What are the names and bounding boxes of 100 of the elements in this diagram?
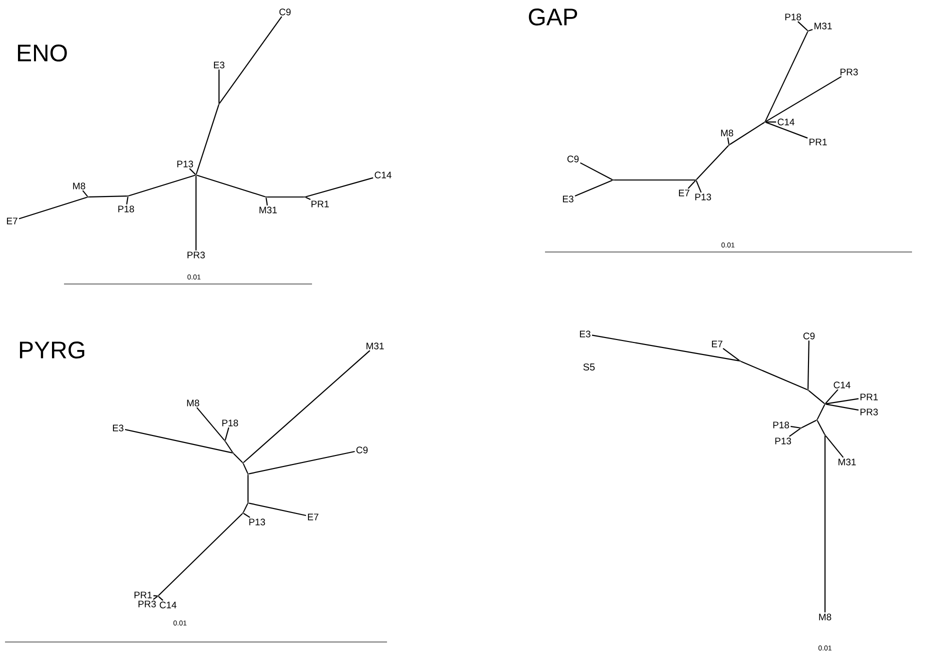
- branch-line: [729, 122, 765, 145]
- branch-line: [789, 428, 801, 437]
- taxon-label: M8: [187, 400, 200, 406]
- taxon-label: M31: [260, 206, 277, 214]
- branch-line: [816, 404, 826, 420]
- branch-line: [766, 122, 808, 139]
- branch-line: [790, 426, 800, 428]
- branch-line: [243, 350, 370, 463]
- branch-line: [248, 450, 355, 474]
- taxon-label: E3: [562, 196, 574, 202]
- branch-line: [196, 174, 266, 198]
- taxon-label: M31: [814, 22, 832, 30]
- branch-line: [824, 436, 826, 612]
- branch-line: [798, 21, 808, 31]
- branch-line: [574, 180, 612, 197]
- branch-line: [152, 596, 158, 600]
- taxon-label: P18: [118, 206, 134, 212]
- branch-line: [128, 174, 196, 196]
- taxon-label: E3: [580, 330, 590, 338]
- taxon-label: P13: [775, 438, 792, 444]
- taxon-label: E3: [112, 424, 124, 432]
- taxon-label: E7: [308, 514, 318, 520]
- branch-line: [766, 121, 776, 123]
- branch-line: [153, 595, 158, 596]
- branch-line: [88, 195, 128, 198]
- branch-line: [242, 464, 248, 474]
- branch-line: [247, 474, 249, 502]
- taxon-label: M31: [838, 458, 856, 466]
- branch-line: [696, 180, 702, 193]
- taxon-label: C14: [374, 172, 392, 178]
- branch-line: [158, 513, 243, 596]
- branch-line: [808, 390, 825, 404]
- tree-title: S5: [583, 363, 595, 371]
- taxon-label: M8: [721, 130, 734, 136]
- branch-line: [722, 348, 740, 361]
- tree-title: ENO: [18, 44, 67, 62]
- taxon-label: P13: [177, 160, 194, 168]
- branch-line: [195, 176, 197, 250]
- taxon-label: P13: [695, 194, 712, 200]
- branch-line: [688, 180, 696, 189]
- taxon-label: P18: [785, 14, 802, 20]
- taxon-label: P18: [773, 422, 790, 428]
- taxon-label: PR3: [840, 68, 858, 76]
- branch-line: [696, 145, 729, 180]
- taxon-label: E3: [214, 62, 224, 68]
- branch-line: [18, 196, 88, 220]
- branch-line: [825, 389, 838, 404]
- branch-line: [126, 196, 128, 205]
- tree-title: GAP: [528, 8, 578, 26]
- taxon-label: C9: [567, 156, 579, 162]
- branch-line: [242, 504, 248, 512]
- taxon-label: C14: [778, 118, 794, 126]
- taxon-label: PR1: [312, 200, 329, 208]
- taxon-label: C9: [803, 332, 815, 340]
- taxon-label: PR1: [134, 592, 152, 598]
- taxon-label: M31: [366, 342, 384, 350]
- branch-line: [243, 513, 250, 518]
- branch-line: [727, 137, 730, 144]
- branch-line: [825, 435, 844, 458]
- taxon-label: M8: [819, 614, 832, 620]
- taxon-label: PR3: [188, 252, 205, 258]
- branch-line: [224, 427, 230, 440]
- taxon-label: E7: [6, 218, 18, 224]
- taxon-label: PR1: [860, 394, 878, 400]
- branch-line: [592, 334, 740, 362]
- taxon-label: PR3: [138, 600, 156, 608]
- branch-line: [740, 360, 808, 390]
- branch-line: [764, 32, 808, 122]
- taxon-label: P18: [222, 420, 238, 426]
- branch-line: [614, 179, 696, 181]
- branch-line: [196, 104, 220, 174]
- taxon-label: P13: [249, 518, 266, 526]
- branch-line: [233, 453, 243, 463]
- branch-line: [306, 196, 311, 200]
- branch-line: [248, 502, 306, 516]
- taxon-label: C14: [834, 382, 850, 388]
- branch-line: [808, 28, 813, 32]
- taxon-label: E7: [712, 340, 722, 348]
- branch-line: [266, 196, 304, 198]
- branch-line: [158, 596, 164, 601]
- taxon-label: C9: [279, 8, 291, 16]
- branch-line: [218, 70, 220, 104]
- branch-line: [826, 398, 859, 404]
- taxon-label: C14: [160, 602, 176, 608]
- branch-line: [196, 407, 225, 441]
- tree-title: PYRG: [20, 342, 84, 358]
- taxon-label: PR3: [860, 408, 878, 416]
- taxon-label: C9: [356, 446, 368, 454]
- taxon-label: PR1: [810, 138, 827, 146]
- taxon-label: E7: [678, 190, 690, 196]
- branch-line: [124, 428, 232, 454]
- branch-line: [306, 177, 374, 198]
- branch-line: [826, 404, 859, 411]
- branch-line: [225, 441, 233, 453]
- branch-line: [802, 420, 816, 428]
- branch-line: [219, 16, 282, 104]
- branch-line: [766, 76, 842, 122]
- branch-line: [807, 340, 810, 390]
- branch-line: [189, 168, 196, 175]
- branch-line: [266, 198, 268, 206]
